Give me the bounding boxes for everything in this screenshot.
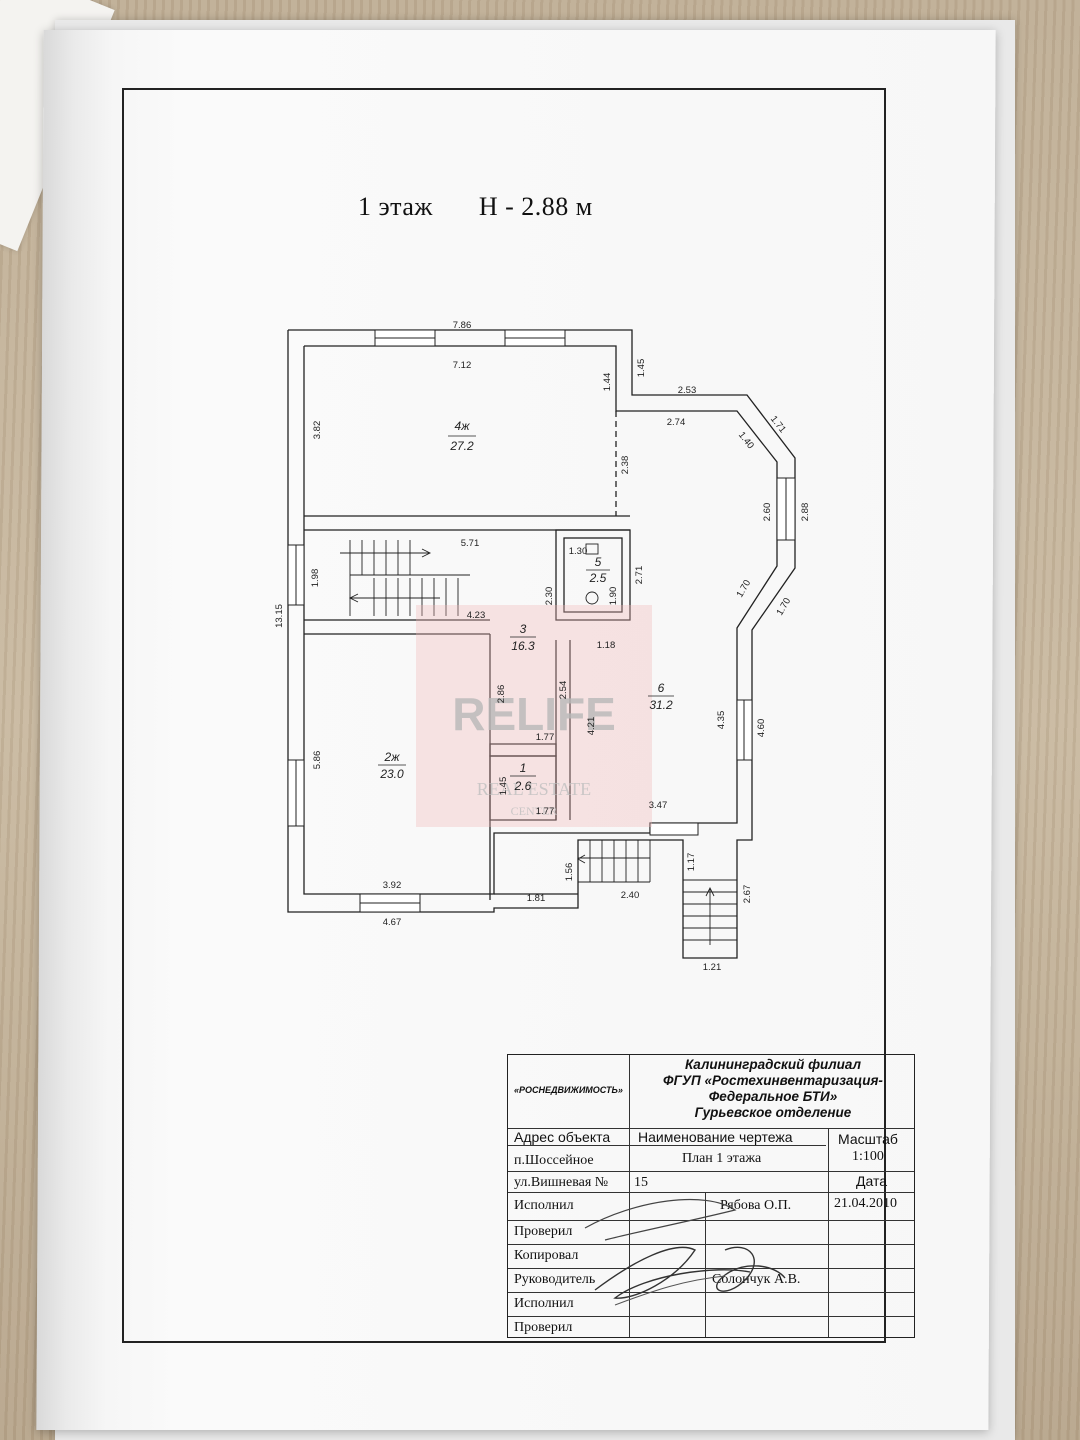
dim-label: 2.60 <box>762 503 773 522</box>
title-block: «РОСНЕДВИЖИМОСТЬ» Калининградский филиал… <box>507 1054 915 1338</box>
dim-label: 1.17 <box>686 853 697 872</box>
room-4-area: 27.2 <box>449 439 474 453</box>
executor-name: Рябова О.П. <box>720 1198 792 1213</box>
house-number: 15 <box>634 1175 648 1190</box>
scale-value: 1:100 <box>852 1149 884 1164</box>
watermark-sub2: CENTER <box>511 804 558 818</box>
agency-label: «РОСНЕДВИЖИМОСТЬ» <box>514 1085 623 1095</box>
dim-label: 1.45 <box>636 359 647 378</box>
dim-label: 2.71 <box>634 566 645 585</box>
dim-label: 4.67 <box>383 917 402 928</box>
dim-label: 4.21 <box>586 717 597 736</box>
dim-label: 1.77 <box>536 732 555 743</box>
dim-label: 3.92 <box>383 880 402 891</box>
wall <box>555 529 631 621</box>
dim-label: 7.86 <box>453 320 472 331</box>
dim-label: 5.86 <box>312 751 323 770</box>
dim-label: 2.53 <box>678 385 697 396</box>
room-2-area: 23.0 <box>379 767 404 781</box>
dim-label: 1.81 <box>527 893 546 904</box>
dim-label: 1.21 <box>703 962 722 973</box>
windows <box>287 329 796 913</box>
org-line: Федеральное БТИ» <box>708 1089 838 1104</box>
head-name: Солончук А.В. <box>712 1272 801 1287</box>
dim-label: 2.30 <box>544 587 555 606</box>
stairs <box>340 540 737 945</box>
watermark: RELIFE REAL ESTATE CENTER <box>416 605 652 827</box>
role-executed: Исполнил <box>514 1198 574 1213</box>
dim-label: 5.71 <box>461 538 480 549</box>
dim-label: 4.60 <box>756 719 767 738</box>
dim-label: 1.70 <box>734 578 753 600</box>
dim-label: 1.45 <box>498 777 509 796</box>
room-3-number: 3 <box>520 622 527 636</box>
dim-label: 2.74 <box>667 417 686 428</box>
room-5-number: 5 <box>595 555 602 569</box>
room-3-area: 16.3 <box>511 639 535 653</box>
dim-label: 2.40 <box>621 890 640 901</box>
address-line2: ул.Вишневая № <box>514 1175 609 1190</box>
wall <box>489 743 557 757</box>
dim-label: 4.23 <box>467 610 486 621</box>
dim-label: 1.90 <box>608 587 619 606</box>
role-checked: Проверил <box>514 1224 573 1239</box>
scale-header: Масштаб <box>838 1131 898 1147</box>
role-executed-2: Исполнил <box>514 1296 574 1311</box>
dim-label: 1.18 <box>597 640 616 651</box>
dim-label: 2.54 <box>558 681 569 700</box>
handwritten-signature <box>584 1198 786 1306</box>
watermark-sub1: REAL ESTATE <box>477 779 591 799</box>
org-line: Гурьевское отделение <box>694 1105 852 1120</box>
room-4-number: 4ж <box>455 419 471 433</box>
dim-label: 13.15 <box>274 604 285 628</box>
dim-label: 3.82 <box>312 421 323 440</box>
dim-label: 7.12 <box>453 360 472 371</box>
room-labels: 4ж 27.2 5 2.5 3 16.3 6 31.2 2ж 23.0 1 2.… <box>378 419 674 793</box>
page-title: 1 этаж H - 2.88 м <box>358 192 593 222</box>
org-line: Калининградский филиал <box>685 1057 861 1072</box>
watermark-brand: RELIFE <box>452 688 616 740</box>
date-header: Дата <box>856 1173 888 1189</box>
organization-block: Калининградский филиал ФГУП «Ростехинвен… <box>630 1057 916 1121</box>
org-line: ФГУП «Ростехинвентаризация- <box>663 1073 883 1088</box>
floor-label: 1 этаж <box>358 192 433 221</box>
role-copied: Копировал <box>514 1248 579 1263</box>
dim-label: 1.40 <box>736 430 756 451</box>
drawing-frame <box>122 88 886 1343</box>
dim-label: 3.47 <box>649 800 668 811</box>
room-5-area: 2.5 <box>589 571 607 585</box>
room-1-number: 1 <box>520 761 527 775</box>
room-6-area: 31.2 <box>649 698 673 712</box>
wall <box>563 537 623 613</box>
dim-label: 1.77 <box>536 806 555 817</box>
role-checked-2: Проверил <box>514 1320 573 1335</box>
dim-label: 2.38 <box>620 456 631 475</box>
dim-label: 1.71 <box>768 414 788 435</box>
room-1-area: 2.6 <box>514 779 532 793</box>
room-6-number: 6 <box>658 681 665 695</box>
role-head: Руководитель <box>514 1272 596 1287</box>
dim-label: 2.88 <box>800 503 811 522</box>
dim-label: 1.30 <box>569 546 588 557</box>
dim-label: 2.86 <box>496 685 507 704</box>
drawing-name-header: Наименование чертежа <box>638 1129 793 1145</box>
dim-label: 1.98 <box>310 569 321 588</box>
outer-wall <box>287 329 796 959</box>
drawing-name: План 1 этажа <box>682 1151 762 1166</box>
dim-label: 4.35 <box>716 711 727 730</box>
address-line1: п.Шоссейное <box>514 1153 594 1168</box>
room-2-number: 2ж <box>384 750 401 764</box>
dim-label: 1.56 <box>564 863 575 882</box>
dim-label: 1.70 <box>774 596 793 618</box>
window <box>649 822 699 836</box>
height-label: H - 2.88 м <box>478 192 593 221</box>
executed-date: 21.04.2010 <box>834 1196 897 1211</box>
dim-label: 1.44 <box>602 373 613 392</box>
address-header: Адрес объекта <box>514 1129 611 1145</box>
dim-label: 2.67 <box>742 885 753 904</box>
